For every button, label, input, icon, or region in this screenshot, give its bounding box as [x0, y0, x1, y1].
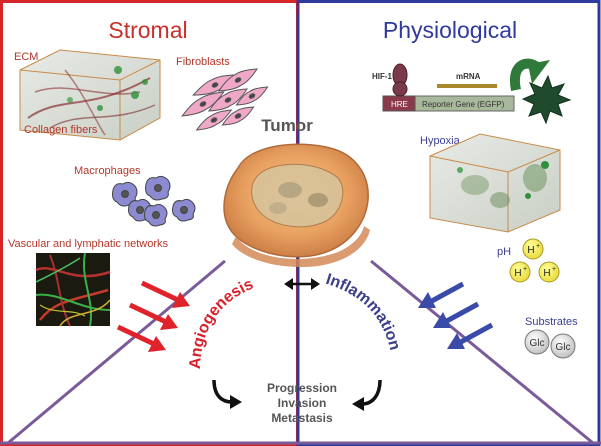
- glucose-icon: Glc: [524, 329, 550, 355]
- substrates-label: Substrates: [525, 316, 578, 328]
- left-diagonal-line: [7, 259, 226, 445]
- gene-construct-diagram: [382, 58, 572, 125]
- macrophages-label: Macrophages: [74, 165, 141, 177]
- red-arrows-icon: [116, 280, 190, 352]
- metastasis-label: Metastasis: [271, 411, 333, 425]
- tumor-label: Tumor: [261, 116, 313, 135]
- mrna-label: mRNA: [456, 72, 481, 81]
- physiological-title: Physiological: [383, 17, 517, 43]
- proton-icon: H +: [522, 238, 544, 260]
- svg-text:H: H: [527, 245, 534, 256]
- fibroblasts-label: Fibroblasts: [176, 56, 230, 68]
- svg-text:Glc: Glc: [556, 342, 571, 353]
- tumor-image: [223, 143, 370, 268]
- hif1-label: HIF-1: [372, 72, 393, 81]
- reporter-gene-label: Reporter Gene (EGFP): [422, 100, 505, 109]
- collagen-fibers-label: Collagen fibers: [24, 124, 98, 136]
- svg-text:H: H: [514, 268, 521, 279]
- double-arrow-icon: [284, 278, 320, 290]
- right-curved-arrow-icon: [352, 379, 382, 411]
- svg-text:+: +: [523, 266, 527, 273]
- macrophage-cells-icon: [112, 175, 196, 227]
- right-diagonal-line: [370, 259, 594, 445]
- svg-text:+: +: [536, 243, 540, 250]
- hypoxia-volume-image: [429, 133, 561, 233]
- fibroblast-cells-icon: [181, 68, 269, 131]
- hre-label: HRE: [391, 100, 408, 109]
- svg-text:Glc: Glc: [530, 338, 545, 349]
- vascular-network-image: [35, 252, 111, 327]
- ecm-label: ECM: [14, 51, 38, 63]
- inflammation-label: Inflammation: [324, 271, 403, 352]
- invasion-label: Invasion: [278, 396, 327, 410]
- angiogenesis-label: Angiogenesis: [187, 276, 256, 370]
- hypoxia-label: Hypoxia: [420, 135, 461, 147]
- glucose-icon: Glc: [550, 333, 576, 359]
- ecm-volume-image: [19, 49, 161, 141]
- blue-arrows-icon: [418, 281, 494, 349]
- proton-icon: H +: [538, 261, 560, 283]
- ph-label: pH: [497, 246, 511, 258]
- egfp-star-icon: [521, 74, 572, 125]
- progression-label: Progression: [267, 381, 337, 395]
- left-curved-arrow-icon: [212, 379, 242, 409]
- vascular-networks-label: Vascular and lymphatic networks: [8, 238, 168, 250]
- svg-text:H: H: [543, 268, 550, 279]
- stromal-title: Stromal: [108, 17, 187, 43]
- svg-text:+: +: [552, 266, 556, 273]
- proton-icon: H +: [509, 261, 531, 283]
